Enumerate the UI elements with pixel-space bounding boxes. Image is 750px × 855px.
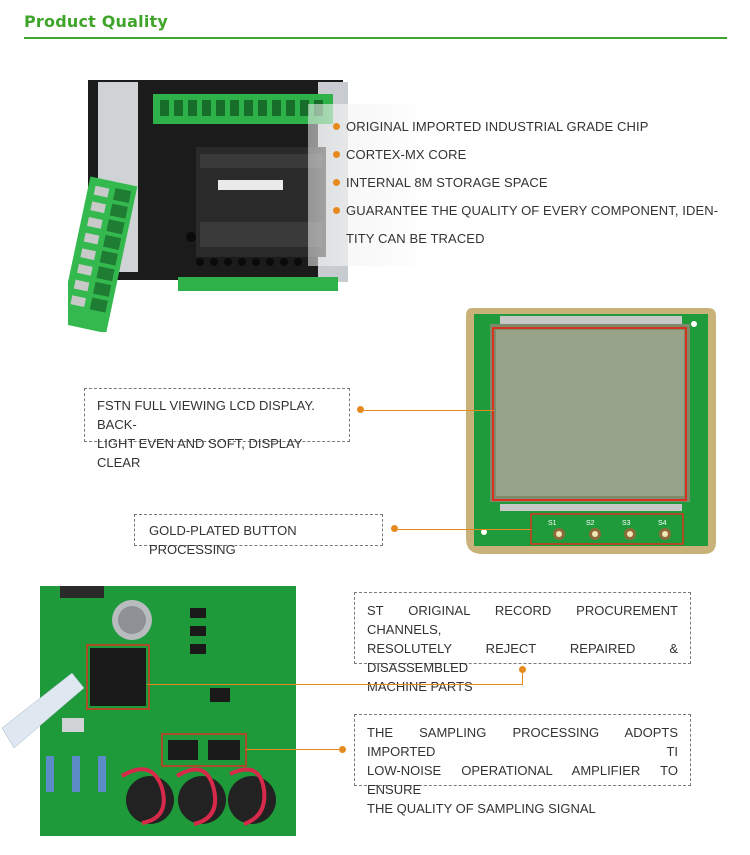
lcd-callout-line1: FSTN FULL VIEWING LCD DISPLAY. BACK- (97, 398, 315, 432)
bullet-icon (333, 207, 340, 214)
feature-core: CORTEX-MX CORE (346, 147, 467, 162)
button-label-s3: S3 (622, 520, 631, 527)
connector-line (147, 684, 523, 685)
bullet-icon (333, 123, 340, 130)
lcd-callout-line2: LIGHT EVEN AND SOFT, DISPLAY CLEAR (97, 436, 303, 470)
connector-line (246, 749, 339, 750)
connector-line (522, 672, 523, 684)
feature-panel (308, 104, 728, 266)
connector-dot (357, 406, 364, 413)
st-callout-line3: MACHINE PARTS (367, 679, 473, 694)
bullet-icon (333, 151, 340, 158)
connector-line (398, 529, 531, 530)
lcd-callout: FSTN FULL VIEWING LCD DISPLAY. BACK- LIG… (84, 388, 350, 470)
feature-storage: INTERNAL 8M STORAGE SPACE (346, 175, 548, 190)
feature-quality-line2: TITY CAN BE TRACED (346, 231, 485, 246)
lcd-board-image: S1 S2 S3 S4 (466, 308, 716, 554)
connector-dot (519, 666, 526, 673)
connector-dot (339, 746, 346, 753)
header-divider (24, 37, 727, 39)
st-callout-line2: RESOLUTELY REJECT REPAIRED & DISASSEMBLE… (367, 641, 678, 675)
button-callout: GOLD-PLATED BUTTON PROCESSING (134, 514, 383, 557)
connector-line (364, 410, 494, 411)
st-callout-line1: ST ORIGINAL RECORD PROCUREMENT CHANNELS, (367, 603, 678, 637)
ti-callout-line2: LOW-NOISE OPERATIONAL AMPLIFIER TO ENSUR… (367, 763, 678, 797)
feature-quality-line1: GUARANTEE THE QUALITY OF EVERY COMPONENT… (346, 203, 719, 218)
ti-callout: THE SAMPLING PROCESSING ADOPTS IMPORTED … (354, 714, 691, 816)
button-label-s1: S1 (548, 520, 557, 527)
connector-dot (391, 525, 398, 532)
st-callout: ST ORIGINAL RECORD PROCUREMENT CHANNELS,… (354, 592, 691, 694)
page-title: Product Quality (24, 12, 168, 31)
feature-chip: ORIGINAL IMPORTED INDUSTRIAL GRADE CHIP (346, 119, 649, 134)
meter-product-image (68, 80, 348, 332)
button-label-s2: S2 (586, 520, 595, 527)
pcb-image (2, 586, 296, 836)
bullet-icon (333, 179, 340, 186)
ti-callout-line3: THE QUALITY OF SAMPLING SIGNAL (367, 801, 596, 816)
button-label-s4: S4 (658, 520, 667, 527)
ti-callout-line1: THE SAMPLING PROCESSING ADOPTS IMPORTED … (367, 725, 678, 759)
